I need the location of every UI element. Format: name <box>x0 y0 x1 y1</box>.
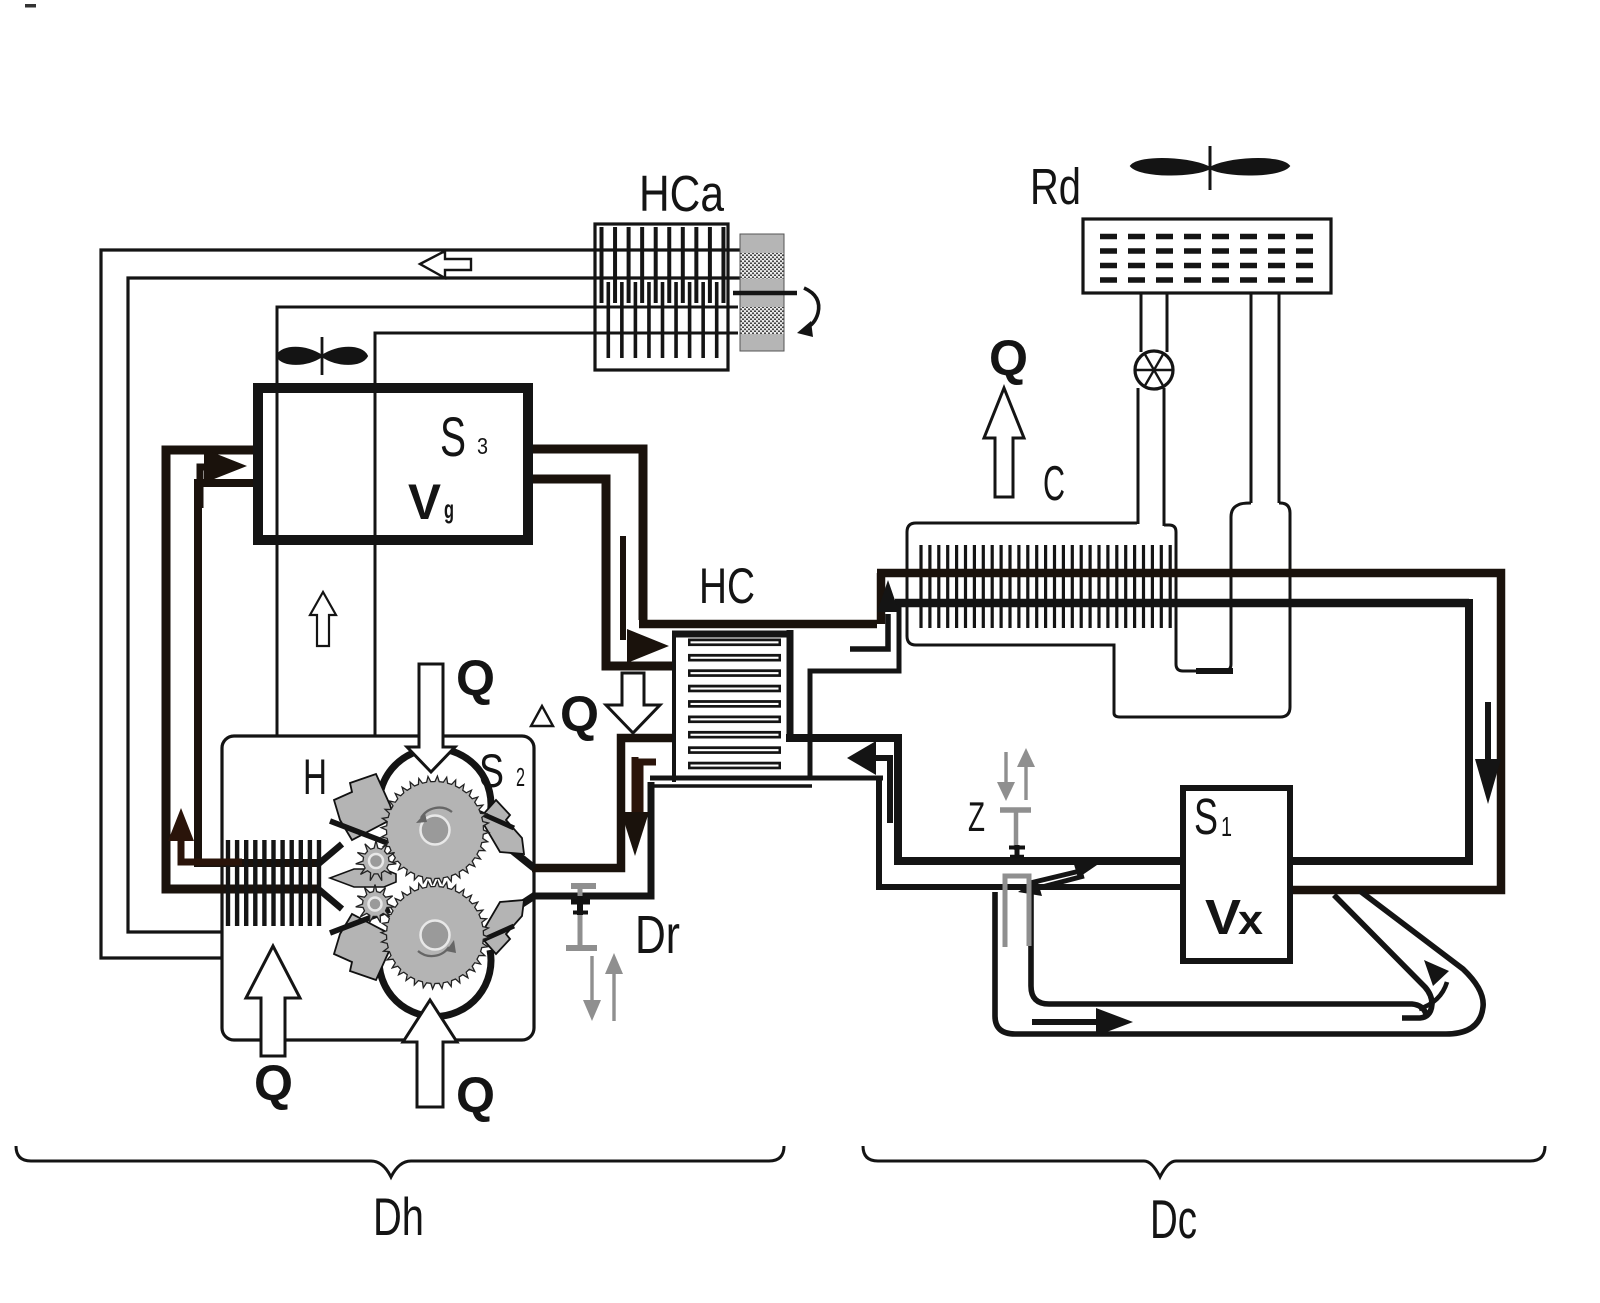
svg-text:Q: Q <box>456 650 495 706</box>
svg-text:2: 2 <box>516 762 525 792</box>
svg-text:Dr: Dr <box>635 905 680 965</box>
svg-text:H: H <box>303 749 327 805</box>
svg-text:S: S <box>440 405 466 468</box>
svg-text:V: V <box>1205 891 1241 945</box>
svg-text:Dh: Dh <box>373 1188 424 1247</box>
svg-text:HC: HC <box>699 558 755 614</box>
svg-text:Dc: Dc <box>1150 1188 1197 1250</box>
svg-text:HCa: HCa <box>639 165 725 222</box>
svg-text:Q: Q <box>254 1055 293 1111</box>
svg-text:3: 3 <box>477 433 488 459</box>
svg-text:Q: Q <box>989 330 1028 386</box>
svg-text:C: C <box>1043 457 1065 511</box>
svg-text:Q: Q <box>456 1067 495 1123</box>
svg-text:S: S <box>479 744 504 797</box>
svg-text:x: x <box>1238 896 1264 943</box>
svg-text:g: g <box>444 494 454 524</box>
svg-text:1: 1 <box>1221 811 1232 842</box>
svg-text:V: V <box>408 474 442 530</box>
svg-text:Rd: Rd <box>1030 158 1081 215</box>
svg-text:S: S <box>1194 788 1218 845</box>
svg-text:Q: Q <box>560 686 599 742</box>
svg-text:Z: Z <box>968 793 985 840</box>
